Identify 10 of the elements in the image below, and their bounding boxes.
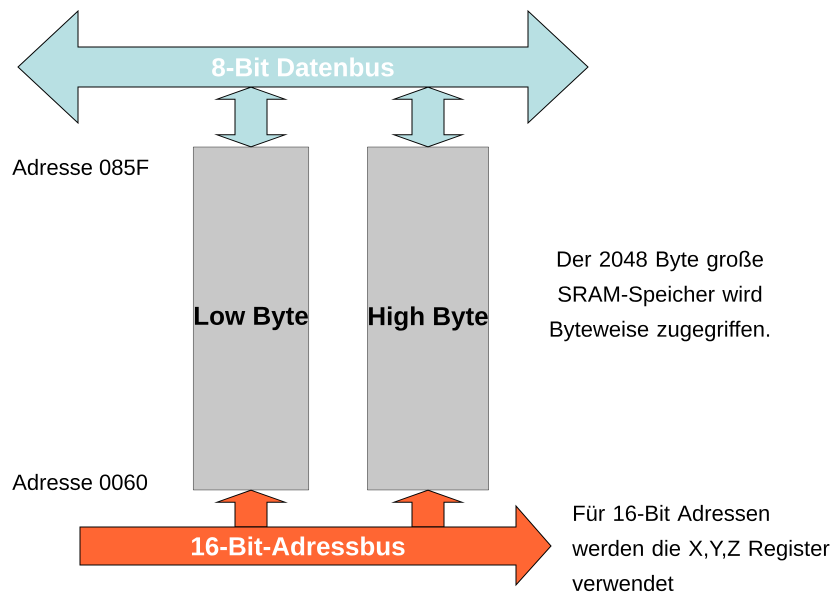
note-text: Adresse 0060 <box>12 474 148 490</box>
block-arrow <box>214 86 288 148</box>
block-arrow <box>391 86 465 148</box>
note-text: Für 16-Bit Adressen werden die X,Y,Z Register verwendet <box>572 504 830 592</box>
note-text: Adresse 085F <box>12 158 148 176</box>
note-text: Der 2048 Byte große SRAM-Speicher wird Byteweise zugegriffen. <box>550 250 770 342</box>
block-arrow <box>391 490 465 528</box>
memory-column: High Byte <box>367 146 489 490</box>
memory-column: Low Byte <box>193 146 309 490</box>
block-arrow <box>214 490 288 528</box>
